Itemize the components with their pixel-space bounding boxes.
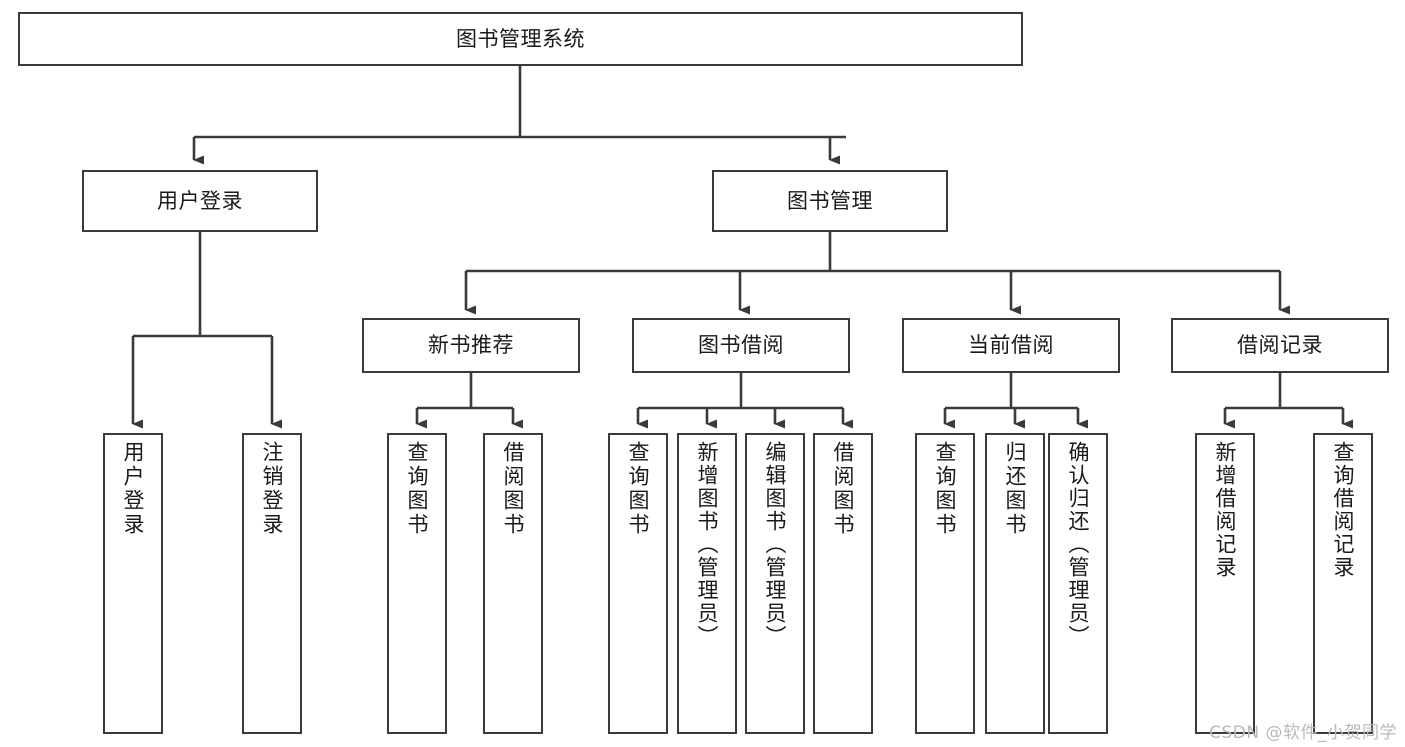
node-label: 确认归还（管理员）	[1066, 441, 1091, 648]
node-label: 图书管理系统	[456, 26, 585, 51]
node-label: 查询图书	[405, 441, 430, 537]
node-leaf-confirm-return-admin[interactable]: 确认归还（管理员）	[1048, 433, 1108, 734]
node-label: 编辑图书（管理员）	[763, 441, 788, 648]
node-label: 查询图书	[933, 441, 958, 537]
node-label: 注销登录	[260, 441, 285, 537]
node-label: 新书推荐	[428, 333, 514, 358]
node-book-management[interactable]: 图书管理	[712, 170, 948, 232]
watermark-text: CSDN @软件_小贺同学	[1209, 723, 1397, 743]
node-leaf-add-borrow-record[interactable]: 新增借阅记录	[1195, 433, 1255, 734]
node-label: 图书管理	[787, 188, 873, 213]
node-label: 借阅记录	[1237, 333, 1323, 358]
node-current-borrow[interactable]: 当前借阅	[902, 318, 1120, 373]
node-leaf-logout[interactable]: 注销登录	[242, 433, 302, 734]
node-borrow-record[interactable]: 借阅记录	[1171, 318, 1389, 373]
node-label: 借阅图书	[831, 441, 856, 537]
node-label: 图书借阅	[698, 333, 784, 358]
node-label: 当前借阅	[968, 333, 1054, 358]
node-leaf-query-book-borrow[interactable]: 查询图书	[608, 433, 668, 734]
node-leaf-query-book-recommend[interactable]: 查询图书	[387, 433, 447, 734]
node-label: 用户登录	[157, 188, 243, 213]
node-label: 归还图书	[1003, 441, 1028, 537]
node-leaf-add-book-admin[interactable]: 新增图书（管理员）	[677, 433, 737, 734]
node-leaf-edit-book-admin[interactable]: 编辑图书（管理员）	[745, 433, 805, 734]
node-leaf-query-book-current[interactable]: 查询图书	[915, 433, 975, 734]
node-label: 用户登录	[121, 441, 146, 537]
node-label: 借阅图书	[501, 441, 526, 537]
node-leaf-borrow-book[interactable]: 借阅图书	[813, 433, 873, 734]
node-leaf-query-borrow-record[interactable]: 查询借阅记录	[1313, 433, 1373, 734]
node-leaf-borrow-book-recommend[interactable]: 借阅图书	[483, 433, 543, 734]
node-book-borrow[interactable]: 图书借阅	[632, 318, 850, 373]
node-root-library-management-system[interactable]: 图书管理系统	[18, 12, 1023, 66]
node-label: 查询借阅记录	[1331, 441, 1356, 579]
node-user-login[interactable]: 用户登录	[82, 170, 318, 232]
node-label: 查询图书	[626, 441, 651, 537]
node-label: 新增借阅记录	[1213, 441, 1238, 579]
node-new-book-recommend[interactable]: 新书推荐	[362, 318, 580, 373]
node-label: 新增图书（管理员）	[695, 441, 720, 648]
node-leaf-return-book[interactable]: 归还图书	[985, 433, 1045, 734]
node-leaf-user-login[interactable]: 用户登录	[103, 433, 163, 734]
